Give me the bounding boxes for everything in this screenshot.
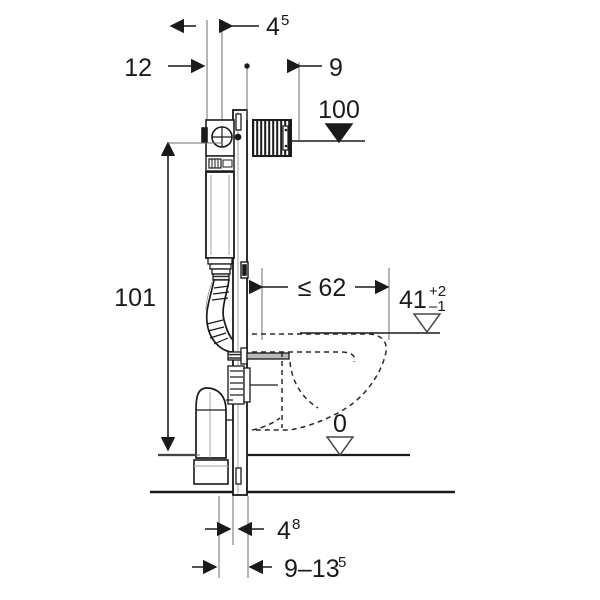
dimension-label-4-5: 4 bbox=[266, 13, 280, 41]
dimension-label-9: 9 bbox=[329, 54, 343, 82]
level-label-41-sub: –1 bbox=[429, 298, 446, 315]
flush-pipe bbox=[205, 279, 234, 353]
wc-connector bbox=[227, 347, 290, 405]
cistern-tank bbox=[205, 171, 235, 259]
level-label-0: 0 bbox=[333, 410, 347, 438]
level-label-41-sup: +2 bbox=[429, 283, 446, 300]
level-marker-100 bbox=[324, 123, 354, 144]
level-label-41: 41 bbox=[399, 286, 427, 314]
dimension-label-4-5-sup: 5 bbox=[281, 12, 289, 29]
level-marker-0 bbox=[325, 436, 355, 457]
dimension-9 bbox=[244, 58, 322, 120]
wall-hung-wc-outline bbox=[251, 333, 388, 431]
level-marker-41 bbox=[412, 313, 442, 334]
dimension-label-9-13-sup: 5 bbox=[338, 554, 346, 571]
level-label-100: 100 bbox=[318, 96, 360, 124]
dimension-label-62: ≤ 62 bbox=[298, 274, 346, 302]
dimension-101 bbox=[158, 141, 222, 456]
frame-rail bbox=[232, 109, 248, 496]
dimension-label-4-8: 4 bbox=[277, 517, 291, 545]
drain-bend bbox=[193, 387, 233, 485]
dimension-label-9-13: 9–13 bbox=[284, 555, 340, 583]
dimension-label-4-8-sup: 8 bbox=[292, 516, 300, 533]
actuator-plate-opening bbox=[252, 119, 292, 157]
dimension-label-12: 12 bbox=[124, 54, 152, 82]
dimension-label-101: 101 bbox=[114, 284, 156, 312]
